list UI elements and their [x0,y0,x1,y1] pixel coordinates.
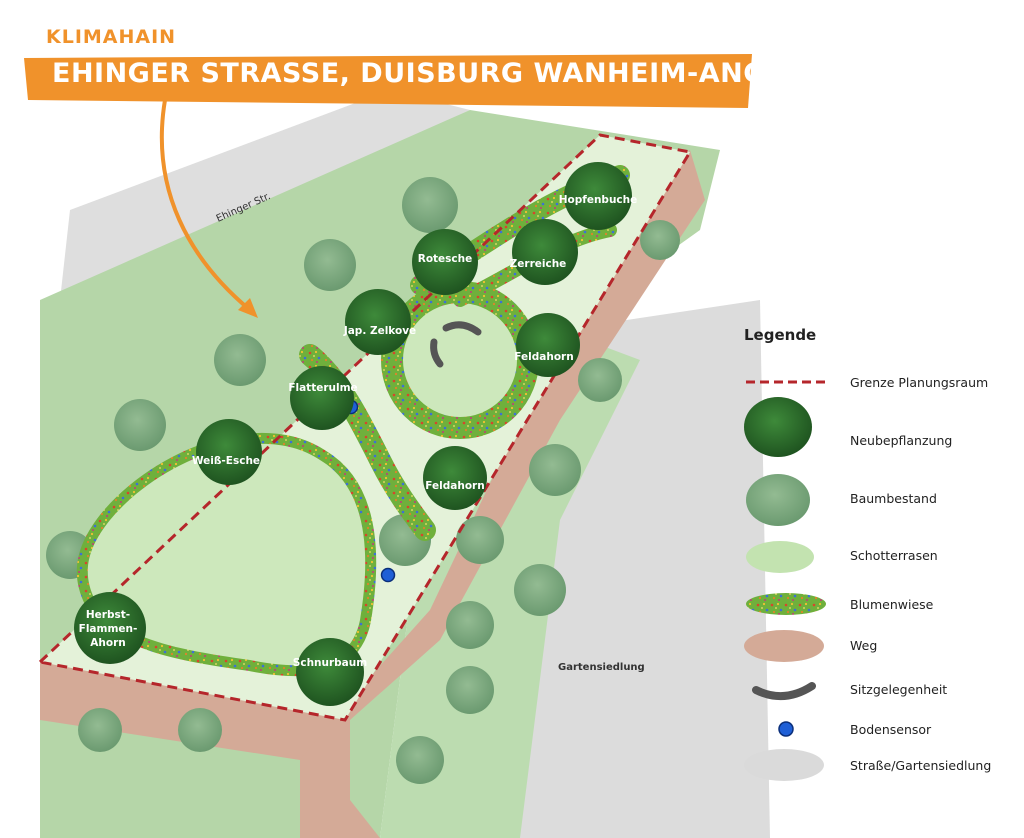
tree-label: Flatterulme [288,382,357,394]
tree-schnurbaum [296,638,364,706]
arrow-icon [159,99,258,318]
title-banner [24,54,752,108]
page-title: EHINGER STRASSE, DUISBURG WANHEIM-ANGERH… [52,58,935,89]
legend-label-path: Weg [850,638,878,653]
legend-path-icon [744,630,824,662]
tree-label: Weiß-Esche [192,455,260,467]
legend-label-boundary: Grenze Planungsraum [850,375,989,390]
tree-label: Herbst- [86,609,130,621]
tree-label: Schnurbaum [293,657,367,669]
legend-label-soil-sensor: Bodensensor [850,722,932,737]
tree-weiss-esche [196,419,262,485]
legend-label-street: Straße/Gartensiedlung [850,758,992,773]
tree-zelkove [345,289,411,355]
tree-feldahorn-1 [516,313,580,377]
boundary-line [36,133,693,722]
kicker-title: KLIMAHAIN [46,26,177,48]
tree-feldahorn-2 [423,446,487,510]
district-label: Gartensiedlung [558,662,645,673]
legend-gravel-lawn-icon [746,541,814,573]
legend-flower-meadow-icon [746,593,826,615]
tree-rotesche [412,229,478,295]
tree-hopfenbuche [564,162,632,230]
soil-sensor [380,567,396,583]
benches [430,321,482,368]
tree-zerreiche [512,219,578,285]
legend-label-gravel-lawn: Schotterrasen [850,548,938,563]
new-trees [74,162,632,706]
legend-sensor-icon [778,721,794,737]
tree-labels: Hopfenbuche Rotesche Zerreiche Jap. Zelk… [79,194,638,669]
tree-label: Rotesche [418,253,473,265]
tree-label: Feldahorn [514,351,573,363]
tree-herbst-flammen-ahorn [74,592,146,664]
legend-label-flower-meadow: Blumenwiese [850,597,934,612]
tree-label: Ahorn [90,637,125,649]
legend-label-new-planting: Neubepflanzung [850,433,953,448]
tree-label: Feldahorn [425,480,484,492]
legend-icons [744,380,830,781]
tree-flatterulme [290,366,354,430]
tree-label: Flammen- [79,623,138,635]
legend-street-icon [744,749,824,781]
legend-label-seating: Sitzgelegenheit [850,682,948,697]
tree-label: Zerreiche [510,258,567,270]
legend-existing-tree-icon [746,474,810,526]
tree-label: Hopfenbuche [559,194,638,206]
legend-bench-icon [752,682,816,700]
tree-label: Jap. Zelkove [343,325,416,337]
legend-new-tree-icon [744,397,812,457]
legend-label-existing-trees: Baumbestand [850,491,937,506]
legend-title: Legende [744,326,817,344]
